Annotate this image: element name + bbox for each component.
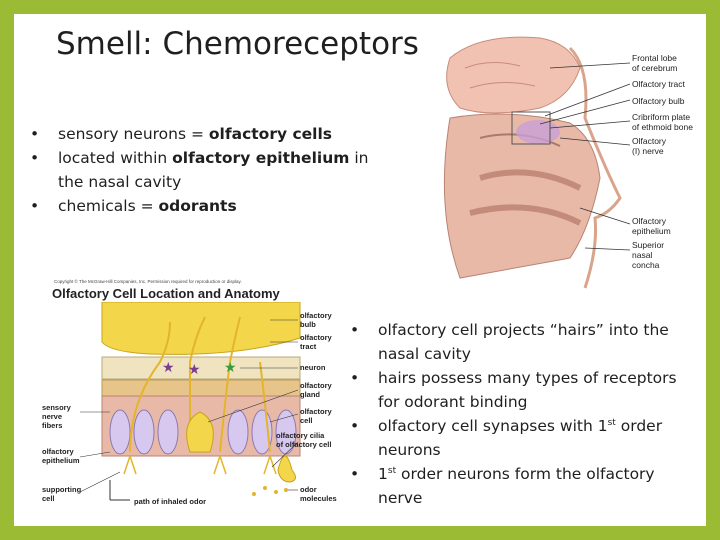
cell-figure-heading: Olfactory Cell Location and Anatomy [52, 286, 280, 301]
top-bullet-list: sensory neurons = olfactory cells locate… [28, 122, 388, 218]
bullet-item: located within olfactory epithelium in t… [28, 146, 388, 194]
bullet-item: olfactory cell projects “hairs” into the… [348, 318, 698, 366]
slide: Smell: Chemoreceptors sensory neurons = … [14, 14, 706, 526]
bullet-item: sensory neurons = olfactory cells [28, 122, 388, 146]
label-frontal-lobe-text: Frontal lobe [632, 53, 677, 63]
neuron-star-3: ★ [224, 359, 237, 375]
neuron-star-2: ★ [188, 361, 201, 377]
label-olfactory-tract: Olfactory tract [632, 79, 686, 89]
bullet-item: hairs possess many types of receptors fo… [348, 366, 698, 414]
copyright-notice: Copyright © The McGraw-Hill Companies, I… [54, 279, 242, 284]
bullet-item: 1st order neurons form the olfactory ner… [348, 462, 698, 510]
label-neuron: neuron [300, 363, 326, 372]
bottom-bullet-list: olfactory cell projects “hairs” into the… [348, 318, 698, 510]
label-olfactory-bulb: Olfactory bulb [632, 96, 685, 106]
slide-title: Smell: Chemoreceptors [56, 26, 419, 62]
label-path-of-inhaled-odor: path of inhaled odor [134, 497, 206, 506]
bullet-item: chemicals = odorants [28, 194, 388, 218]
bullet-item: olfactory cell synapses with 1st order n… [348, 414, 698, 462]
label-olfactory-nerve: Olfactory(I) nerve [632, 136, 667, 156]
neuron-star-1: ★ [162, 359, 175, 375]
olfactory-cell-figure: ★ ★ ★ olfa [42, 302, 337, 506]
